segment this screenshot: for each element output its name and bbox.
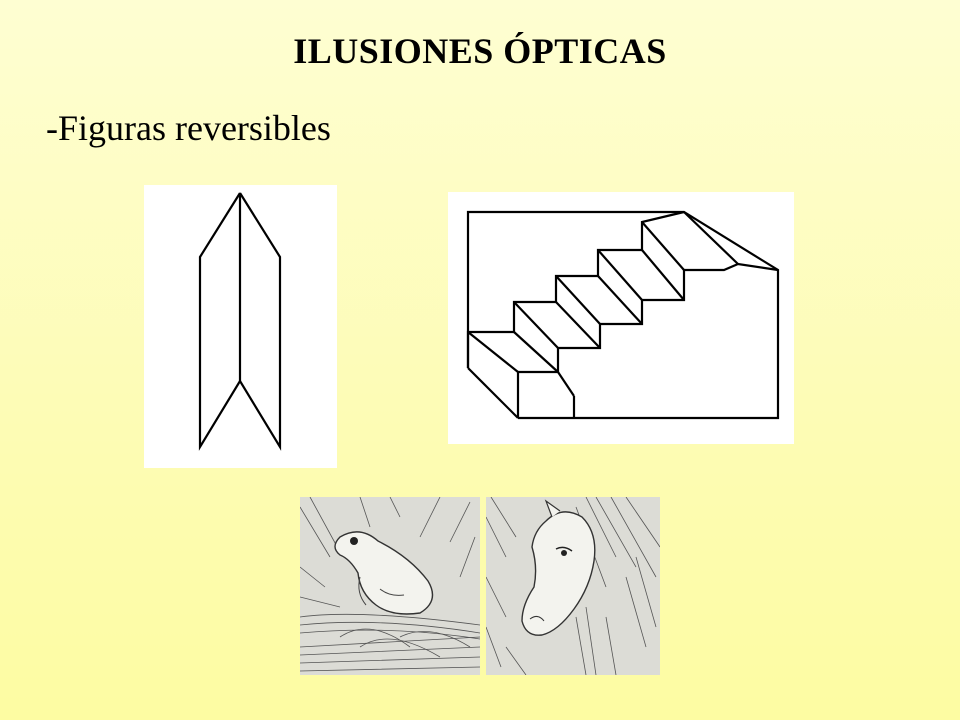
frog-figure	[300, 497, 480, 675]
slide-title: ILUSIONES ÓPTICAS	[293, 31, 667, 71]
arrow-drawing	[198, 192, 282, 451]
reversible-arrow-figure	[144, 185, 337, 468]
staircase-drawing	[466, 210, 780, 420]
slide-subtitle: -Figuras reversibles	[46, 108, 331, 148]
horse-figure	[486, 497, 660, 675]
reversible-staircase-figure	[448, 192, 794, 444]
horse-sketch	[486, 497, 660, 675]
frog-sketch	[300, 497, 480, 675]
